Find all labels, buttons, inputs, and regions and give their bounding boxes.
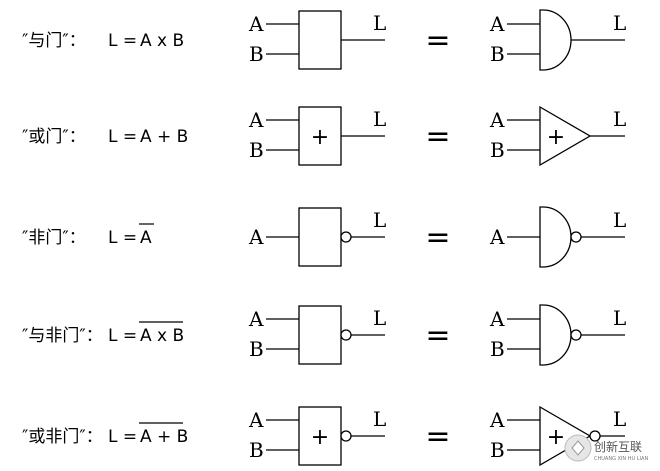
formula-prefix: L =	[108, 127, 137, 147]
gate-box	[298, 406, 342, 466]
formula-prefix: L =	[108, 228, 137, 248]
output-label: L	[373, 208, 386, 232]
rect-gate-symbol: AL	[248, 207, 386, 267]
formula-expression: A x B	[140, 326, 184, 346]
gate-box	[298, 207, 342, 267]
formula-expression: A + B	[140, 427, 188, 447]
input-label-b: B	[490, 438, 505, 462]
output-label: L	[613, 208, 626, 232]
distinctive-gate-symbol: AB L	[489, 9, 626, 71]
and-gate-body	[539, 9, 572, 71]
output-label: L	[373, 306, 386, 330]
gate-box-symbol: +	[311, 125, 329, 150]
and-gate-body	[539, 304, 572, 366]
distinctive-gate-symbol: AB L	[489, 304, 626, 366]
formula-prefix: L =	[108, 427, 137, 447]
input-label-b: B	[249, 138, 264, 162]
and-gate-body	[539, 206, 572, 268]
input-label-b: B	[249, 42, 264, 66]
input-label-b: B	[490, 42, 505, 66]
input-label-a: A	[248, 225, 264, 249]
gate-name: ″非门″：	[22, 228, 86, 248]
equals-sign: =	[425, 23, 450, 58]
distinctive-gate-symbol: AB + L	[489, 105, 626, 167]
output-label: L	[613, 11, 626, 35]
distinctive-gate-symbol: AB + L	[489, 405, 626, 467]
rect-gate-symbol: AB + L	[248, 406, 386, 466]
triangle-gate-body	[539, 105, 592, 167]
input-label-b: B	[490, 138, 505, 162]
rect-gate-symbol: AB L	[248, 305, 386, 365]
gate-box	[298, 305, 342, 365]
gate-row-nor: ″或非门″：L = A + BAB+L=AB+L	[22, 405, 626, 467]
output-label: L	[373, 11, 386, 35]
formula-expression: A + B	[140, 127, 188, 147]
formula-expression: A x B	[140, 31, 184, 51]
inversion-bubble	[570, 329, 582, 341]
gate-name: ″或非门″：	[22, 427, 103, 447]
output-label: L	[373, 407, 386, 431]
equals-sign: =	[425, 119, 450, 154]
formula-prefix: L =	[108, 326, 137, 346]
output-label: L	[373, 107, 386, 131]
triangle-gate-symbol: +	[547, 125, 565, 150]
output-label: L	[613, 107, 626, 131]
equals-sign: =	[425, 220, 450, 255]
input-label-a: A	[248, 408, 264, 432]
inversion-bubble	[340, 231, 352, 243]
gate-name: ″或门″：	[22, 127, 86, 147]
gate-name: ″与门″：	[22, 31, 86, 51]
distinctive-gate-symbol: AL	[489, 206, 626, 268]
input-label-b: B	[249, 438, 264, 462]
output-label: L	[613, 407, 626, 431]
watermark-subtext: CHUANG XIN HU LIAN	[594, 456, 648, 462]
watermark-text: 创新互联	[594, 439, 642, 454]
rect-gate-symbol: AB L	[248, 10, 386, 70]
input-label-a: A	[489, 108, 505, 132]
gate-box	[298, 106, 342, 166]
input-label-a: A	[489, 12, 505, 36]
watermark: 创新互联 CHUANG XIN HU LIAN	[564, 434, 648, 462]
input-label-a: A	[489, 307, 505, 331]
inversion-bubble	[570, 231, 582, 243]
inversion-bubble	[340, 430, 352, 442]
input-label-a: A	[489, 225, 505, 249]
input-label-b: B	[249, 337, 264, 361]
gate-row-or: ″或门″：L = A + BAB+L=AB+L	[22, 105, 626, 167]
input-label-a: A	[248, 108, 264, 132]
rect-gate-symbol: AB + L	[248, 106, 386, 166]
inversion-bubble	[340, 329, 352, 341]
input-label-b: B	[490, 337, 505, 361]
input-label-a: A	[248, 307, 264, 331]
equals-sign: =	[425, 318, 450, 353]
gate-box	[298, 10, 342, 70]
gate-box-symbol: +	[311, 425, 329, 450]
gate-name: ″与非门″：	[22, 326, 103, 346]
input-label-a: A	[489, 408, 505, 432]
triangle-gate-symbol: +	[547, 425, 565, 450]
equals-sign: =	[425, 419, 450, 454]
formula-expression: A	[140, 228, 152, 248]
output-label: L	[613, 306, 626, 330]
formula-prefix: L =	[108, 31, 137, 51]
input-label-a: A	[248, 12, 264, 36]
